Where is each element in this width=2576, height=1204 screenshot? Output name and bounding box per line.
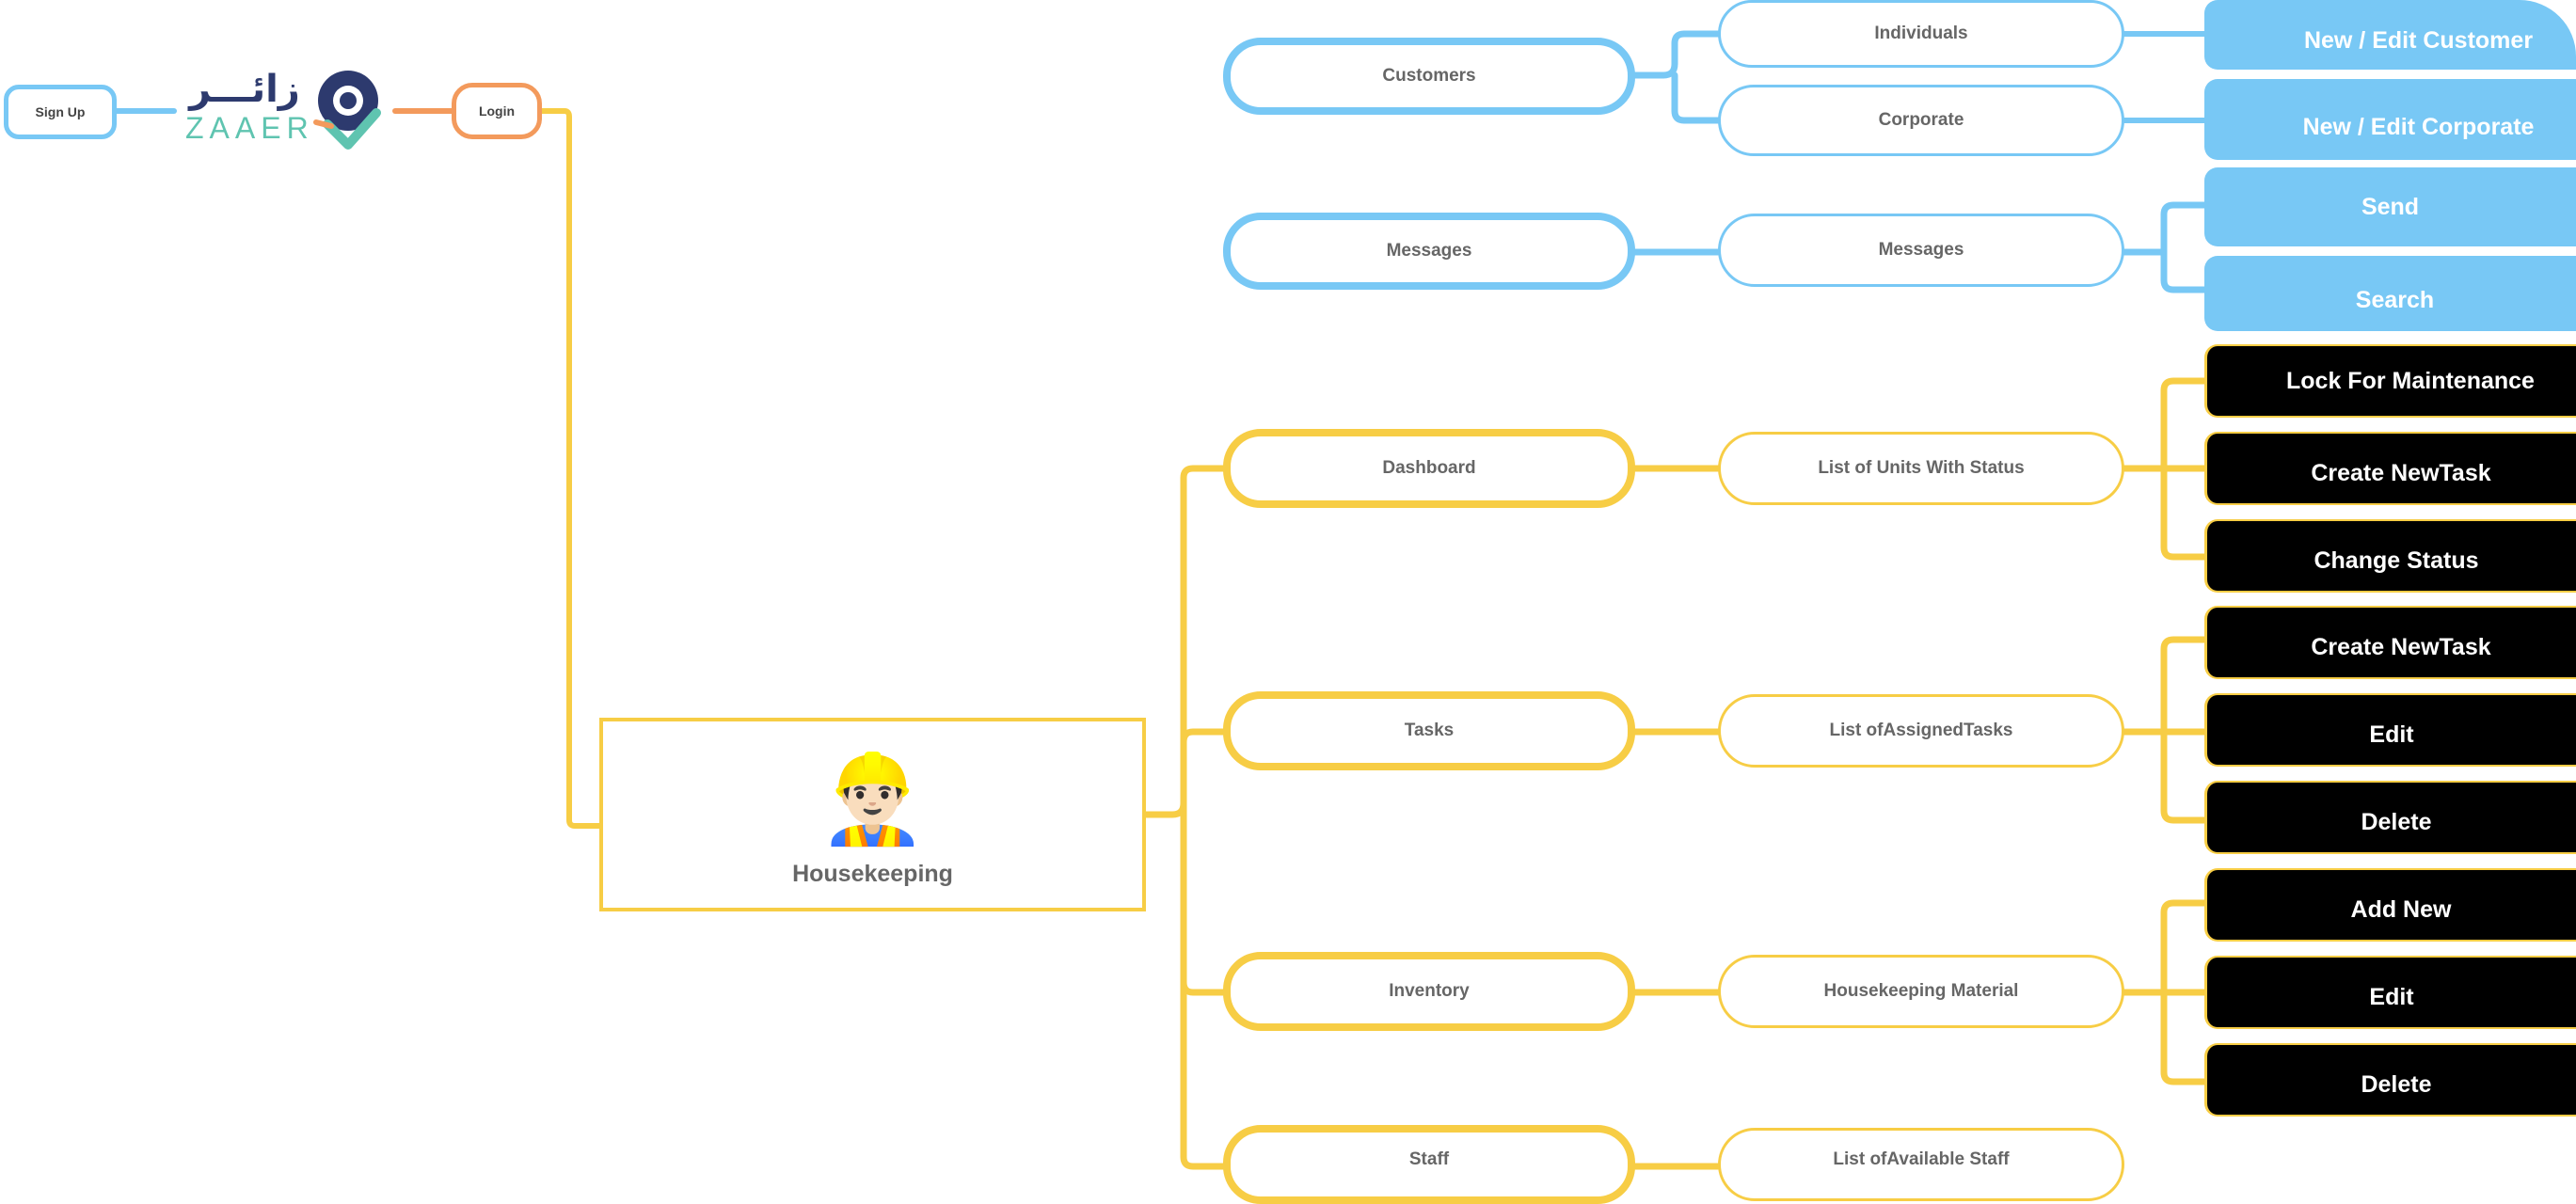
location-pin-icon xyxy=(313,71,381,150)
corporate-label: Corporate xyxy=(1878,110,1964,130)
lock-for-maintenance-label: Lock For Maintenance xyxy=(2286,367,2535,394)
tasks-sub-node[interactable]: List ofAssignedTasks xyxy=(1718,694,2124,768)
housekeeping-node[interactable]: 👷🏻‍♂️ Housekeeping xyxy=(599,718,1146,911)
change-status-label: Change Status xyxy=(2314,547,2479,574)
housekeeping-label: Housekeeping xyxy=(792,861,953,887)
connector-inventory-actions xyxy=(2121,899,2210,1085)
lock-for-maintenance-button[interactable]: Lock For Maintenance xyxy=(2204,344,2576,418)
add-new-button[interactable]: Add New xyxy=(2204,868,2576,942)
login-label: Login xyxy=(478,103,516,119)
individuals-label: Individuals xyxy=(1874,24,1968,43)
staff-sub-label: List ofAvailable Staff xyxy=(1833,1149,2010,1169)
new-edit-customer-button[interactable]: New / Edit Customer xyxy=(2204,0,2576,70)
messages-label: Messages xyxy=(1386,241,1472,261)
inventory-delete-button[interactable]: Delete xyxy=(2204,1043,2576,1117)
tasks-node[interactable]: Tasks xyxy=(1223,691,1635,770)
tasks-create-task-label: Create NewTask xyxy=(2311,633,2491,660)
send-label: Send xyxy=(2361,193,2420,220)
inventory-node[interactable]: Inventory xyxy=(1223,952,1635,1031)
corporate-node[interactable]: Corporate xyxy=(1718,85,2124,156)
logo-arabic-text: زائـــر xyxy=(189,68,300,111)
new-edit-customer-label: New / Edit Customer xyxy=(2303,26,2534,54)
tasks-delete-label: Delete xyxy=(2361,808,2432,835)
search-button[interactable]: Search xyxy=(2204,256,2576,331)
signup-label: Sign Up xyxy=(35,104,86,119)
zaaer-logo: زائـــر ZAAER xyxy=(183,68,390,152)
staff-label: Staff xyxy=(1408,1149,1450,1169)
tasks-sub-label: List ofAssignedTasks xyxy=(1829,721,2013,740)
dashboard-sub-node[interactable]: List of Units With Status xyxy=(1718,432,2124,505)
individuals-node[interactable]: Individuals xyxy=(1718,0,2124,68)
customers-node[interactable]: Customers xyxy=(1223,38,1635,115)
connector-trunk-staff xyxy=(1180,978,1227,1170)
connector-tasks-actions xyxy=(2121,636,2210,824)
inventory-edit-label: Edit xyxy=(2369,983,2414,1010)
messages-sub-node[interactable]: Messages xyxy=(1718,214,2124,287)
dashboard-sub-label: List of Units With Status xyxy=(1818,458,2025,478)
search-label: Search xyxy=(2355,286,2435,313)
inventory-sub-node[interactable]: Housekeeping Material xyxy=(1718,955,2124,1028)
tasks-edit-label: Edit xyxy=(2369,721,2414,748)
dashboard-create-task-button[interactable]: Create NewTask xyxy=(2204,432,2576,505)
dashboard-create-task-label: Create NewTask xyxy=(2311,459,2491,486)
staff-node[interactable]: Staff xyxy=(1223,1125,1635,1204)
tasks-edit-button[interactable]: Edit xyxy=(2204,693,2576,767)
send-button[interactable]: Send xyxy=(2204,167,2576,246)
change-status-button[interactable]: Change Status xyxy=(2204,519,2576,593)
customers-label: Customers xyxy=(1382,66,1476,86)
logo-latin-text: ZAAER xyxy=(185,111,314,145)
dashboard-label: Dashboard xyxy=(1382,458,1476,478)
staff-sub-node[interactable]: List ofAvailable Staff xyxy=(1718,1128,2124,1201)
messages-node[interactable]: Messages xyxy=(1223,213,1635,290)
new-edit-corporate-button[interactable]: New / Edit Corporate xyxy=(2204,79,2576,160)
connector-housekeeping-trunk xyxy=(1142,465,1227,818)
connector-customers-subs xyxy=(1631,30,1722,124)
login-node[interactable]: Login xyxy=(452,83,542,139)
connector-messages-actions xyxy=(2121,201,2210,293)
signup-node[interactable]: Sign Up xyxy=(4,85,117,139)
new-edit-corporate-label: New / Edit Corporate xyxy=(2302,113,2535,140)
connector-trunk-inventory xyxy=(1180,811,1227,996)
construction-worker-icon: 👷🏻‍♂️ xyxy=(819,752,927,848)
inventory-sub-label: Housekeeping Material xyxy=(1823,981,2019,1001)
inventory-edit-button[interactable]: Edit xyxy=(2204,956,2576,1029)
messages-sub-label: Messages xyxy=(1878,240,1964,260)
inventory-label: Inventory xyxy=(1389,981,1470,1001)
connector-trunk-tasks xyxy=(1180,728,1227,818)
add-new-label: Add New xyxy=(2350,895,2452,923)
tasks-label: Tasks xyxy=(1404,721,1455,740)
inventory-delete-label: Delete xyxy=(2361,1070,2432,1098)
dashboard-node[interactable]: Dashboard xyxy=(1223,429,1635,508)
connector-dashboard-actions xyxy=(2121,377,2210,561)
connector-login-housekeeping xyxy=(539,108,602,829)
tasks-delete-button[interactable]: Delete xyxy=(2204,781,2576,854)
tasks-create-task-button[interactable]: Create NewTask xyxy=(2204,606,2576,679)
